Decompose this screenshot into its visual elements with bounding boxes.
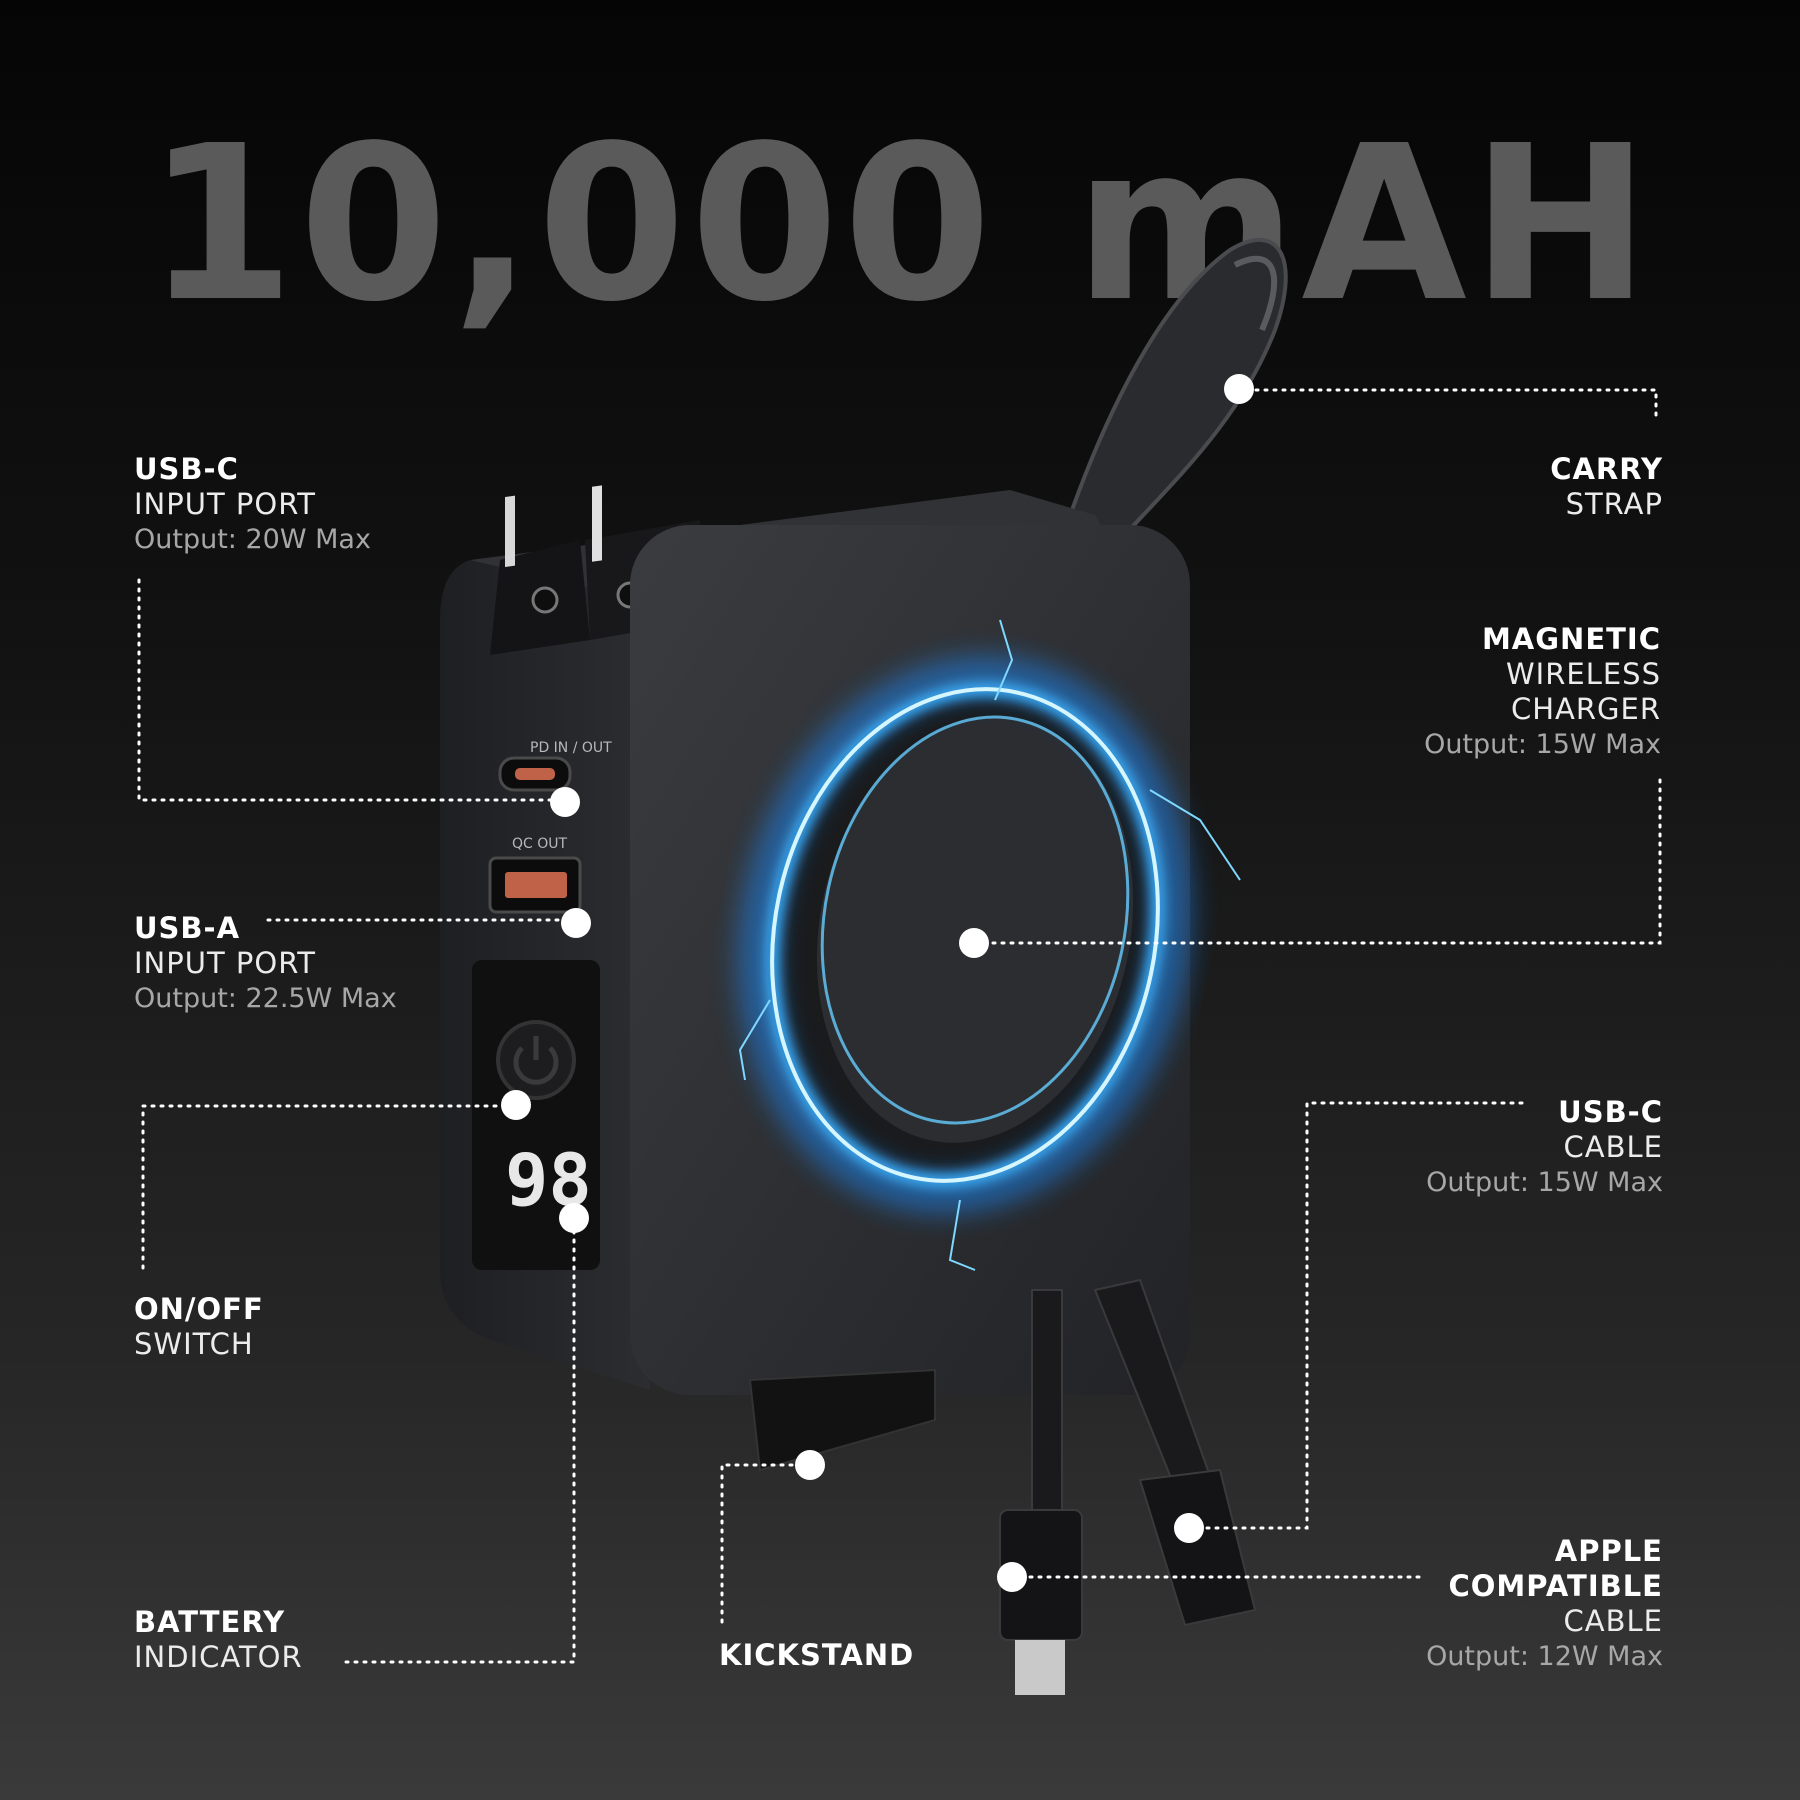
callout-title: USB-C — [1558, 1095, 1663, 1129]
callout-title: BATTERY — [134, 1605, 286, 1639]
retractable-cables — [999, 1278, 1257, 1695]
callout-title: KICKSTAND — [719, 1638, 915, 1672]
power-icon — [513, 1036, 559, 1085]
callout-title: APPLE — [1554, 1534, 1663, 1568]
callout-subtitle: INDICATOR — [134, 1640, 303, 1674]
callout-output: Output: 22.5W Max — [134, 983, 397, 1014]
leader-kickstand — [720, 1463, 810, 1624]
callout-output: Output: 15W Max — [1424, 729, 1661, 760]
kickstand — [748, 1368, 936, 1472]
callout-line2: COMPATIBLE — [1448, 1569, 1663, 1603]
callout-line3: CHARGER — [1511, 692, 1661, 726]
callout-output: Output: 15W Max — [1426, 1167, 1663, 1198]
carry-strap — [1051, 237, 1288, 564]
callout-title: USB-A — [134, 911, 241, 945]
callout-subtitle: CABLE — [1563, 1130, 1663, 1164]
callout-usb-c-input: USB-C INPUT PORT Output: 20W Max — [134, 452, 371, 557]
callout-output: Output: 20W Max — [134, 524, 371, 555]
callout-battery-indicator: BATTERY INDICATOR — [134, 1605, 303, 1675]
port-label-pd: PD IN / OUT — [530, 740, 612, 756]
callout-dot-apple — [997, 1562, 1027, 1592]
callout-kickstand: KICKSTAND — [719, 1638, 914, 1673]
callout-subtitle: SWITCH — [134, 1327, 254, 1361]
leader-usb-c-input — [137, 578, 567, 802]
callout-usb-c-cable: USB-C CABLE Output: 15W Max — [1426, 1095, 1663, 1200]
callout-line2: WIRELESS — [1506, 657, 1661, 691]
callout-dot-usb-c-input — [550, 787, 580, 817]
callout-output: Output: 12W Max — [1426, 1641, 1663, 1672]
callout-dot-on-off — [501, 1090, 531, 1120]
callout-apple-compatible-cable: APPLE COMPATIBLE CABLE Output: 12W Max — [1426, 1534, 1663, 1674]
callout-subtitle: INPUT PORT — [134, 487, 316, 521]
callout-dot-battery — [559, 1203, 589, 1233]
leader-on-off — [141, 1104, 518, 1270]
leader-battery — [344, 1216, 576, 1664]
headline-capacity: 10,000 mAH — [145, 100, 1654, 349]
callout-dot-magnetic — [959, 928, 989, 958]
callout-subtitle: INPUT PORT — [134, 946, 316, 980]
callout-dot-carry-strap — [1224, 374, 1254, 404]
callout-usb-a-input: USB-A INPUT PORT Output: 22.5W Max — [134, 911, 397, 1016]
callout-title: USB-C — [134, 452, 239, 486]
callout-on-off-switch: ON/OFF SWITCH — [134, 1292, 264, 1362]
callout-magnetic-wireless-charger: MAGNETIC WIRELESS CHARGER Output: 15W Ma… — [1424, 622, 1661, 762]
leader-carry-strap — [1236, 388, 1658, 424]
callout-dot-usb-c-cable — [1174, 1513, 1204, 1543]
callout-title: ON/OFF — [134, 1292, 264, 1326]
callout-carry-strap: CARRY STRAP — [1550, 452, 1663, 522]
callout-subtitle: STRAP — [1565, 487, 1663, 521]
callout-title: MAGNETIC — [1481, 622, 1661, 656]
callout-dot-usb-a-input — [561, 908, 591, 938]
callout-title: CARRY — [1550, 452, 1663, 486]
leader-magnetic — [973, 778, 1662, 945]
port-label-qc: QC OUT — [512, 836, 568, 852]
callout-dot-kickstand — [795, 1450, 825, 1480]
callout-line3: CABLE — [1563, 1604, 1663, 1638]
